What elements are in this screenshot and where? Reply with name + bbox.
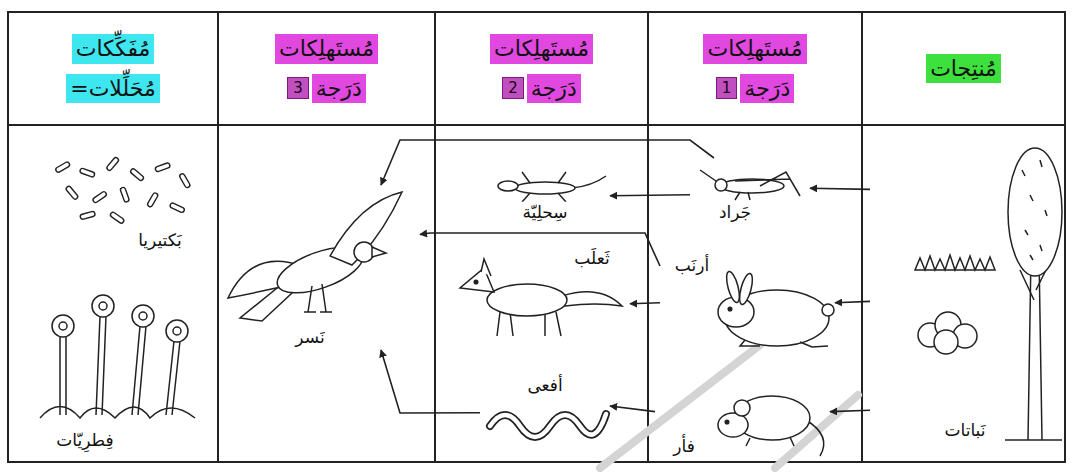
watermark-stripes	[600, 345, 858, 468]
organism-label: ثَعلَب	[572, 248, 611, 268]
level-text: دَرَجة	[740, 74, 794, 104]
lizard-node: سِحلِيّة	[480, 160, 610, 225]
level-text: دَرَجة	[527, 74, 581, 104]
table-grid	[8, 12, 1065, 462]
decomposers-header: مُفَكِّكات =مُحَلِّلات	[8, 12, 218, 125]
organism-label: فِطرِيّات	[54, 430, 115, 450]
consumers-header: مُستَهلِكات دَرَجة3	[218, 12, 435, 125]
grasshopper-node: جَراد	[690, 158, 810, 225]
organism-label: سِحلِيّة	[520, 202, 569, 222]
header-text: مُنتِجات	[926, 54, 1001, 84]
snake-drawing	[490, 414, 606, 437]
organism-label: جَراد	[717, 202, 753, 222]
fox-node: ثَعلَب	[445, 242, 630, 345]
food-arrow	[610, 406, 655, 412]
organism-label: نَباتات	[943, 420, 988, 440]
level-row: دَرَجة1	[716, 74, 794, 104]
level-number: 1	[716, 77, 738, 99]
organism-label: أرنَب	[673, 255, 711, 275]
food-arrow	[810, 188, 870, 189]
organism-label: أفعى	[525, 375, 564, 395]
level-text: دَرَجة	[312, 74, 366, 104]
mouse-drawing	[718, 396, 824, 456]
food-arrow	[381, 140, 714, 185]
food-arrow	[381, 350, 480, 413]
consumers-header: مُستَهلِكات دَرَجة1	[648, 12, 862, 125]
fungi-drawing	[40, 295, 195, 418]
level-number: 3	[287, 77, 309, 99]
fox-drawing	[460, 259, 622, 336]
organism-label: بَكتيريا	[136, 230, 184, 250]
food-arrow	[830, 410, 870, 411]
organism-label: نَسر	[293, 327, 326, 347]
eagle-drawing	[228, 192, 402, 321]
fungi-node: فِطرِيّات	[25, 290, 205, 455]
level-number: 2	[502, 77, 524, 99]
food-arrow	[835, 301, 870, 302]
rabbit-node: أرنَب	[660, 245, 835, 350]
food-arrow	[420, 233, 660, 266]
level-row: دَرَجة3	[287, 74, 365, 104]
header-text: مُستَهلِكات	[490, 34, 593, 64]
bacteria-drawing	[55, 157, 191, 224]
plants-node: نَباتات	[870, 135, 1060, 455]
header-text: =مُحَلِّلات	[66, 74, 160, 104]
rabbit-drawing	[718, 270, 834, 347]
bacteria-node: بَكتيريا	[35, 150, 205, 255]
header-text: مُفَكِّكات	[72, 34, 155, 64]
organism-label: فأر	[671, 436, 697, 456]
mouse-node: فأر	[655, 372, 830, 460]
snake-node: أفعى	[480, 372, 610, 440]
eagle-node: نَسر	[225, 185, 420, 350]
plants-drawing	[915, 148, 1062, 440]
food-arrow	[610, 195, 690, 196]
producers-header: مُنتِجات	[862, 12, 1065, 125]
header-text: مُستَهلِكات	[275, 34, 378, 64]
grasshopper-drawing	[700, 170, 800, 200]
consumers-header: مُستَهلِكات دَرَجة2	[435, 12, 648, 125]
lizard-drawing	[498, 172, 606, 202]
food-arrow	[630, 303, 660, 304]
table-frame	[8, 12, 1065, 462]
header-text: مُستَهلِكات	[703, 34, 806, 64]
level-row: دَرَجة2	[502, 74, 580, 104]
